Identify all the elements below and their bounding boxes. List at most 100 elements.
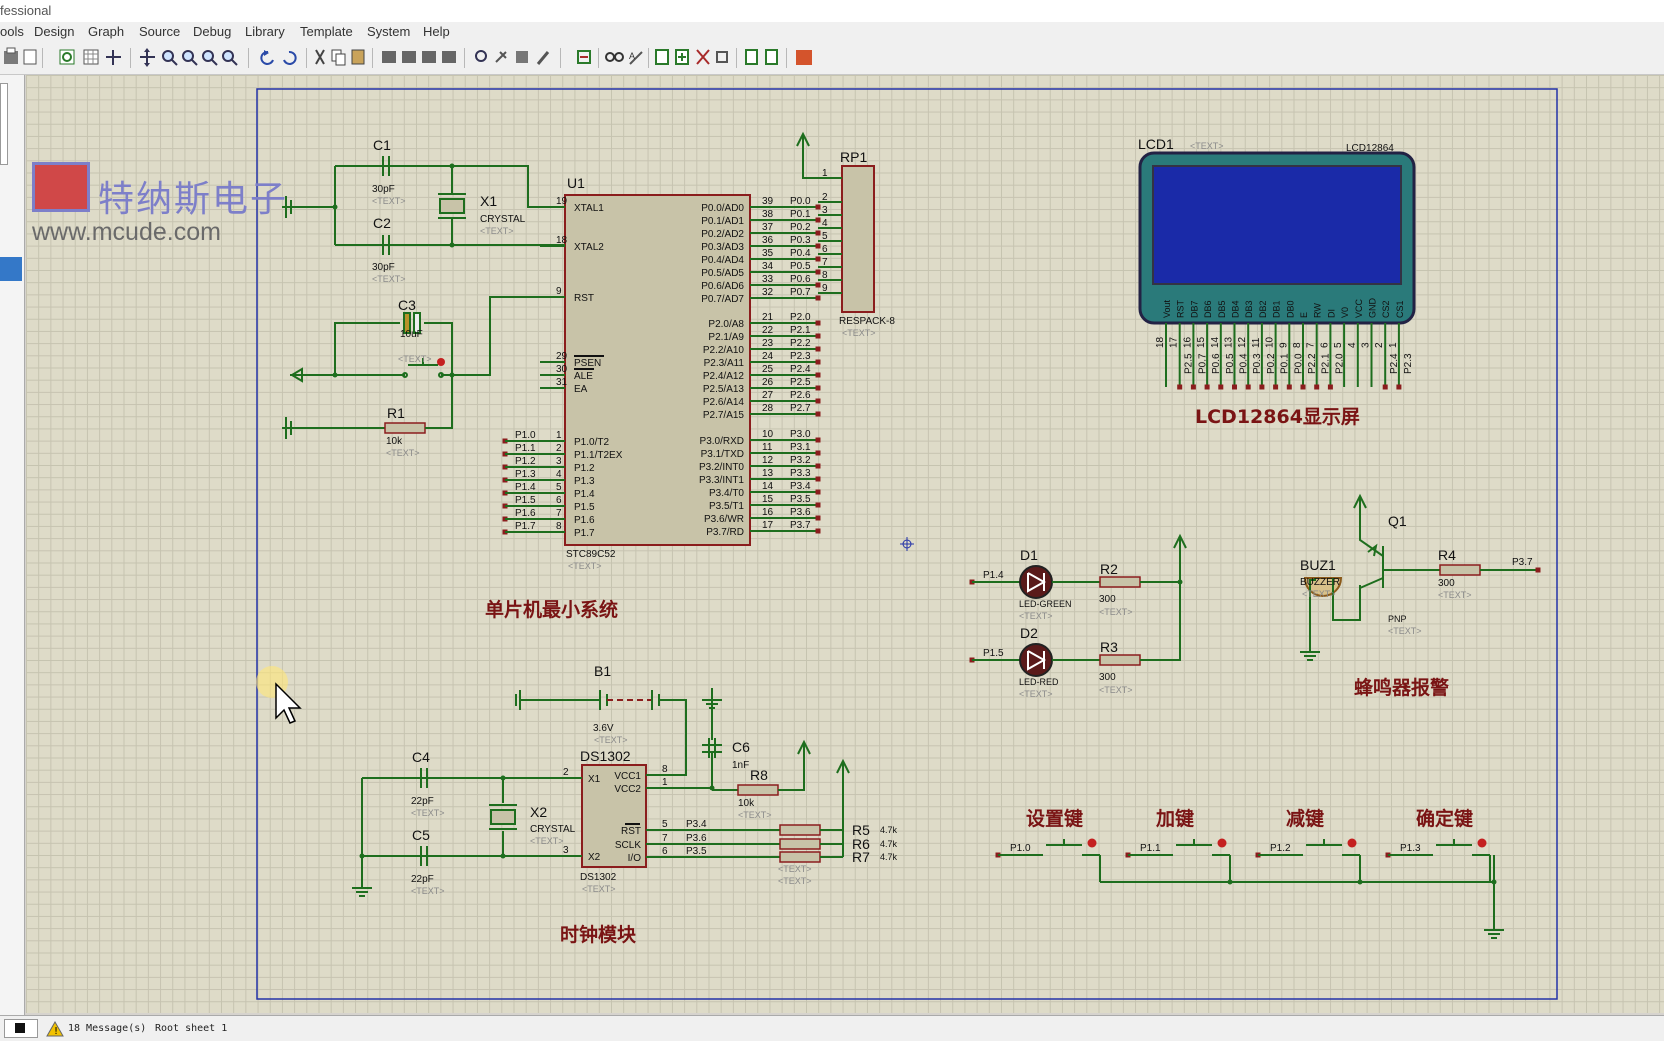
- remove-sheet-icon[interactable]: [696, 49, 710, 65]
- u1-pin-num: 23: [762, 338, 774, 349]
- u1-pin-num: 1: [556, 430, 562, 441]
- zoom-all-icon[interactable]: [202, 50, 218, 66]
- u1-pin-name: P0.7/AD7: [701, 294, 744, 305]
- watermark-url: www.mcude.com: [32, 218, 221, 246]
- undo-icon[interactable]: [260, 50, 274, 65]
- lcd1-pin-name: DI: [1326, 309, 1336, 318]
- decompose-icon[interactable]: [536, 51, 550, 65]
- c2-value: 30pF: [372, 262, 395, 273]
- u1-pin-num: 27: [762, 390, 774, 401]
- u1-body[interactable]: [564, 194, 751, 546]
- message-count[interactable]: 18 Message(s): [68, 1023, 147, 1034]
- print-icon[interactable]: [4, 47, 18, 64]
- menu-tools[interactable]: ools: [0, 24, 24, 39]
- wire-autorouter-icon[interactable]: [577, 50, 591, 64]
- x1-crystal[interactable]: [439, 198, 465, 214]
- ds1302-body[interactable]: [581, 764, 647, 868]
- pin-name: VCC1: [614, 771, 641, 782]
- net-label: P3.5: [686, 846, 707, 857]
- net-label: P0.0: [790, 196, 811, 207]
- pan-icon[interactable]: [140, 48, 155, 67]
- exit-sheet-icon[interactable]: [716, 51, 728, 63]
- pin-terminal: [1382, 384, 1388, 390]
- redo-icon[interactable]: [283, 50, 297, 65]
- pick-device-icon[interactable]: [475, 50, 487, 62]
- d2-led[interactable]: [1019, 643, 1053, 677]
- animation-control[interactable]: [4, 1019, 38, 1038]
- u1-pin-name: P0.0/AD0: [701, 203, 744, 214]
- stop-icon[interactable]: [15, 1023, 25, 1033]
- button-0-indicator[interactable]: [1087, 838, 1097, 848]
- button-label: 设置键: [1026, 807, 1083, 830]
- buz1-ref: BUZ1: [1300, 557, 1336, 573]
- zoom-in-icon[interactable]: [162, 50, 178, 66]
- zoom-out-icon[interactable]: [182, 50, 198, 66]
- block-copy-icon[interactable]: [382, 51, 396, 63]
- menu-library[interactable]: Library: [245, 24, 285, 39]
- zoom-area-icon[interactable]: [222, 50, 238, 66]
- res-value: 300: [1099, 594, 1116, 605]
- u1-pin-num: 12: [762, 455, 774, 466]
- ares-icon[interactable]: [796, 50, 812, 65]
- rp1-pin-num: 6: [822, 244, 828, 255]
- origin-icon[interactable]: [106, 50, 121, 65]
- net-label: P1.5: [983, 648, 1004, 659]
- menu-design[interactable]: Design: [34, 24, 75, 39]
- menu-debug[interactable]: Debug: [193, 24, 232, 39]
- lcd1-pin-num: 12: [1237, 336, 1248, 348]
- x2-crystal[interactable]: [490, 809, 516, 825]
- menu-help[interactable]: Help: [423, 24, 450, 39]
- packaging-tool-icon[interactable]: [516, 51, 528, 63]
- menu-graph[interactable]: Graph: [88, 24, 125, 39]
- grid-icon[interactable]: [83, 49, 99, 65]
- warning-icon[interactable]: !: [46, 1021, 64, 1037]
- page-setup-icon[interactable]: [23, 49, 37, 65]
- property-assign-icon[interactable]: A: [629, 51, 643, 65]
- d2-part: LED-RED: [1019, 677, 1059, 687]
- net-label: P2.0: [1334, 353, 1345, 374]
- cut-icon[interactable]: [315, 49, 325, 65]
- search-tag-icon[interactable]: [605, 52, 624, 62]
- rp1-body[interactable]: [841, 165, 875, 313]
- copy-icon[interactable]: [331, 49, 346, 66]
- u1-pin-name: P0.2/AD2: [701, 229, 744, 240]
- r4-resistor: [1439, 564, 1481, 576]
- junction-dot: [1357, 879, 1363, 885]
- net-label: P3.4: [790, 481, 811, 492]
- title-bar: fessional: [0, 0, 1664, 22]
- net-label: P0.1: [1280, 353, 1291, 374]
- u1-pin-name: P1.6: [574, 515, 595, 526]
- power-arrow: [836, 758, 850, 774]
- u1-pin-name: XTAL1: [574, 203, 604, 214]
- make-device-icon[interactable]: [495, 51, 507, 63]
- net-label: P2.1: [790, 325, 811, 336]
- left-panel-selection[interactable]: [0, 257, 22, 281]
- net-label: P0.1: [790, 209, 811, 220]
- block-move-icon[interactable]: [402, 51, 416, 63]
- pin-name: SCLK: [615, 840, 641, 851]
- button-1-indicator[interactable]: [1217, 838, 1227, 848]
- u1-pin-num: 2: [556, 443, 562, 454]
- reset-button-indicator[interactable]: [437, 358, 445, 366]
- menu-source[interactable]: Source: [139, 24, 181, 39]
- add-sheet-icon[interactable]: [675, 49, 689, 65]
- pin-num: 5: [662, 819, 668, 830]
- paste-icon[interactable]: [351, 49, 365, 65]
- menu-system[interactable]: System: [367, 24, 411, 39]
- left-panel-frame: [0, 83, 8, 165]
- d1-led[interactable]: [1019, 565, 1053, 599]
- erc-report-icon[interactable]: [765, 49, 778, 65]
- u1-pin-num: 19: [556, 196, 568, 207]
- schematic-drawing[interactable]: U1STC89C52<TEXT>19XTAL118XTAL29RST29PSEN…: [26, 75, 1664, 1013]
- r5-value: 4.7k: [880, 825, 898, 835]
- new-sheet-icon[interactable]: [655, 49, 669, 65]
- rp1-ref: RP1: [840, 149, 867, 165]
- refresh-icon[interactable]: [59, 49, 75, 65]
- menu-template[interactable]: Template: [300, 24, 353, 39]
- button-2-indicator[interactable]: [1347, 838, 1357, 848]
- block-delete-icon[interactable]: [442, 51, 456, 63]
- bill-of-materials-icon[interactable]: [745, 49, 758, 65]
- block-rotate-icon[interactable]: [422, 51, 436, 63]
- button-3-indicator[interactable]: [1477, 838, 1487, 848]
